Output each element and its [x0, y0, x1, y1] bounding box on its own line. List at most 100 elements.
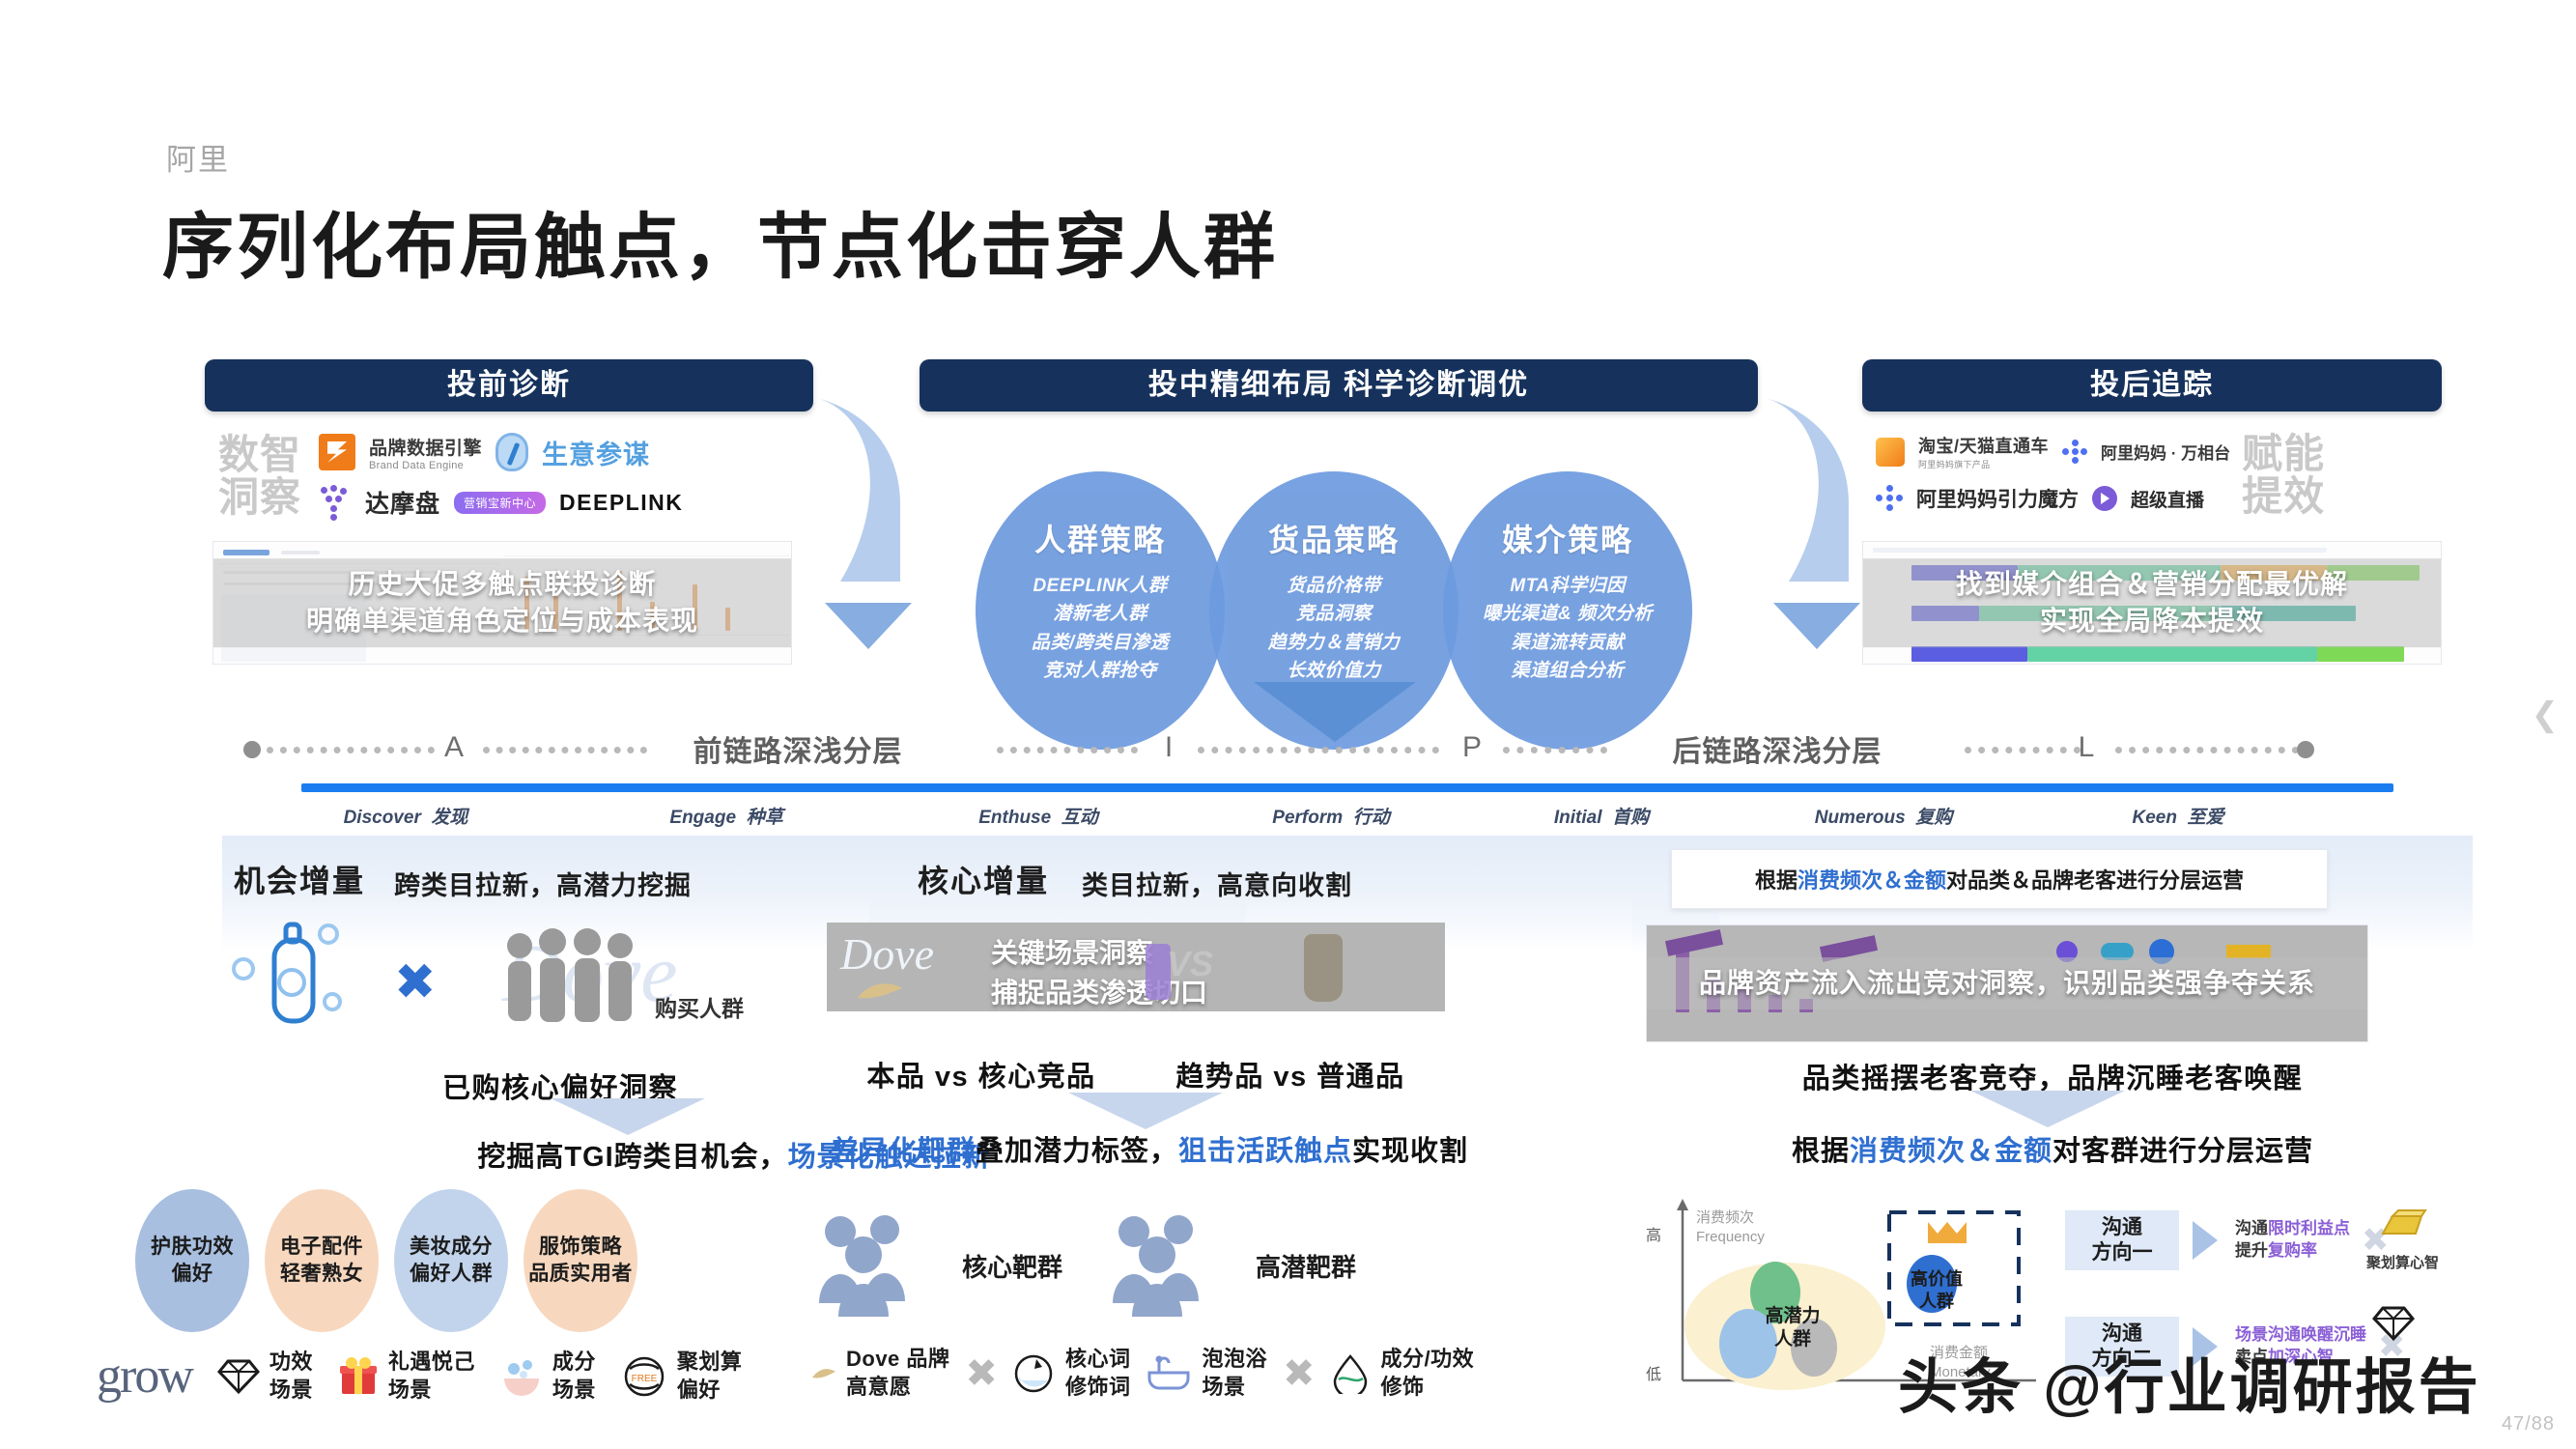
dove-wordmark: Dove: [840, 929, 935, 979]
banner-core-scene: Dove 关键场景洞察 捕捉品类渗透切口 VS: [827, 923, 1445, 1011]
down-arrow-icon-mid: [1068, 1093, 1223, 1129]
logo-row-post-1: 淘宝/天猫直通车 阿里妈妈旗下产品 阿里妈妈 · 万相台: [1876, 433, 2230, 470]
headline-opportunity: 挖掘高TGI跨类目机会，场景化触达拉新: [477, 1142, 991, 1173]
diamond-icon: [216, 1359, 260, 1394]
svg-text:FREE: FREE: [632, 1374, 658, 1384]
flow-arrow-right-icon: [1766, 398, 1860, 649]
icon-cell-ingredient: 成分场景: [500, 1349, 596, 1404]
screenshot-pre-diagnosis: 历史大促多触点联投诊断 明确单渠道角色定位与成本表现: [212, 541, 792, 665]
chevron-left-icon[interactable]: ❮: [2531, 696, 2560, 733]
chevron-right-icon-2: [2193, 1327, 2218, 1366]
caption-retention: 品类摇摆老客竞夺，品牌沉睡老客唤醒: [1801, 1064, 2304, 1094]
damopan-icon: [319, 485, 352, 521]
caption-own-vs-competitor: 本品 vs 核心竞品: [866, 1062, 1096, 1093]
icon-cell-gift: 礼遇悦己场景: [338, 1349, 475, 1404]
cross-icon-right-2: ✖: [2378, 1328, 2406, 1365]
cross-icon-mid-2: ✖: [1282, 1351, 1316, 1395]
shengyi-canmou-icon: [495, 433, 529, 471]
flow-arrow-left-icon: [817, 398, 912, 649]
bubble-apparel: 服饰策略品质实用者: [524, 1189, 637, 1332]
people-group-icon: [507, 928, 633, 1022]
tag-core: 核心增量: [918, 864, 1050, 898]
chevron-right-icon-1: [2193, 1221, 2218, 1260]
yinli-mofang-label: 阿里妈妈引力魔方: [1916, 489, 2079, 511]
people-icon-core: [819, 1215, 905, 1317]
bottom-band: 机会增量 跨类目拉新，高潜力挖掘 Dove ✖: [0, 836, 2576, 1425]
icon-row-left: grow 功效场景 礼遇悦己场景: [97, 1348, 742, 1405]
icon-row-mid: Dove 品牌高意愿 ✖ 核心词修饰词: [811, 1346, 1474, 1401]
aipl-node-a: A: [443, 731, 465, 763]
people-icon-potential: [1113, 1215, 1200, 1317]
gift-icon: [339, 1356, 377, 1394]
stage-engage: Engage 种草: [669, 808, 783, 828]
axis-x-label: 消费金额 Monetary: [1930, 1345, 1991, 1380]
core-target-row: 核心靶群 高潜靶群: [811, 1212, 1356, 1319]
top-band: 投前诊断 数智 洞察 品牌数据引擎 Brand Data Engine 生意参谋: [0, 359, 2576, 823]
axis-low-label: 低: [1646, 1367, 1662, 1383]
stage-numerous: Numerous 复购: [1814, 808, 1953, 828]
label-core-target: 核心靶群: [962, 1252, 1063, 1282]
cross-icon-mid-1: ✖: [965, 1351, 998, 1395]
gold-bar-icon: [2380, 1209, 2427, 1235]
icon-cell-keyword: 核心词修饰词: [1013, 1346, 1131, 1401]
badge-marketing-center: 营销宝新中心: [454, 491, 547, 514]
direction-2-text: 场景沟通唤醒沉睡 卖点加深心智: [2235, 1325, 2366, 1366]
droplet-icon: [1334, 1353, 1368, 1394]
direction-1-title: 沟通方向一: [2065, 1210, 2179, 1270]
bubbles-icon: [503, 1359, 539, 1396]
icon-cell-dove-brand: Dove 品牌高意愿: [811, 1346, 949, 1401]
product-a-thumb: [1146, 944, 1171, 1000]
dove-icon: [812, 1368, 835, 1378]
vs-label: VS: [1167, 944, 1214, 983]
wanxiangtai-label: 阿里妈妈 · 万相台: [2101, 444, 2231, 463]
down-arrow-icon: [1254, 682, 1416, 742]
aipl-node-l: L: [2078, 731, 2095, 763]
logo-row-1: 品牌数据引擎 Brand Data Engine 生意参谋: [319, 433, 683, 471]
screenshot-post-tracking: 找到媒介组合＆营销分配最优解 实现全局降本提效: [1862, 541, 2442, 665]
quadrant-chart: 高 低 消费频次 Frequency 消费金额 Monetary 高价值人群 高…: [1640, 1191, 2046, 1394]
label-juhuasuan-mindset: 聚划算心智: [2366, 1255, 2440, 1271]
bubble-skincare: 护肤功效偏好: [135, 1189, 249, 1332]
panel-head-mid: 投中精细布局 科学诊断调优: [920, 359, 1758, 412]
label-buyers: 购买人群: [655, 996, 744, 1021]
bubble-row-left: 护肤功效偏好 电子配件轻奢熟女 美妆成分偏好人群 服饰策略品质实用者: [135, 1189, 637, 1332]
strategy-circle-group: 人群策略 DEEPLINK人群 潜新老人群 品类/跨类目渗透 竞对人群抢夺 货品…: [920, 471, 1758, 761]
stage-discover: Discover 发现: [343, 808, 468, 828]
bathtub-icon: [1147, 1355, 1190, 1390]
shengyi-canmou-label: 生意参谋: [542, 440, 651, 469]
icon-cell-juhuasuan: FREE 聚划算偏好: [621, 1349, 743, 1404]
axis-high-label: 高: [1646, 1228, 1662, 1244]
overlay-brand-asset: 品牌资产流入流出竞对洞察，识别品类强争夺关系: [1647, 957, 2367, 1009]
direction-2-title: 沟通方向二: [2065, 1317, 2179, 1377]
alimama-icon: [2062, 439, 2088, 465]
panel-in-campaign: 投中精细布局 科学诊断调优 人群策略 DEEPLINK人群 潜新老人群 品类/跨…: [920, 359, 1758, 761]
icon-cell-efficacy: 功效场景: [216, 1349, 313, 1404]
stage-initial: Initial 首购: [1553, 808, 1650, 828]
stage-perform: Perform 行动: [1272, 808, 1390, 828]
direction-row-1: 沟通方向一 沟通限时利益点 提升复购率 ✖: [2065, 1210, 2390, 1270]
alimama-icon-2: [1876, 485, 1903, 512]
watermark: 头条 @行业调研报告: [1898, 1354, 2481, 1421]
super-live-label: 超级直播: [2131, 490, 2205, 511]
subtitle-core: 类目拉新，高意向收割: [1082, 871, 1352, 900]
icon-gold-bar-cell: 聚划算心智: [2366, 1205, 2439, 1272]
label-potential-target: 高潜靶群: [1256, 1252, 1357, 1282]
aipl-node-i: I: [1164, 731, 1174, 763]
panel-post-campaign: 投后追踪 淘宝/天猫直通车 阿里妈妈旗下产品: [1862, 359, 2442, 665]
aipl-segment-back: 后链路深浅分层: [1672, 736, 1882, 768]
down-arrow-icon-left: [551, 1098, 705, 1135]
screenshot-brand-asset-flow: 品牌资产流入流出竞对洞察，识别品类强争夺关系: [1646, 924, 2368, 1042]
zhitongche-icon: [1876, 437, 1905, 467]
damopan-label: 达摩盘: [365, 491, 441, 518]
bubble-electronics: 电子配件轻奢熟女: [265, 1189, 379, 1332]
overlay-post-tracking: 找到媒介组合＆营销分配最优解 实现全局降本提效: [1863, 558, 2441, 647]
caption-trend-vs-normal: 趋势品 vs 普通品: [1175, 1062, 1405, 1093]
axis-bar-back: [1350, 783, 2393, 792]
brand-data-engine-icon: [319, 434, 356, 470]
aipl-segment-front: 前链路深浅分层: [693, 736, 903, 768]
grow-ghost-wordmark: grow: [97, 1349, 194, 1404]
bubble-beauty: 美妆成分偏好人群: [394, 1189, 508, 1332]
bottle-icon: [232, 922, 342, 1024]
logo-row-post-2: 阿里妈妈引力魔方 超级直播: [1876, 484, 2230, 513]
